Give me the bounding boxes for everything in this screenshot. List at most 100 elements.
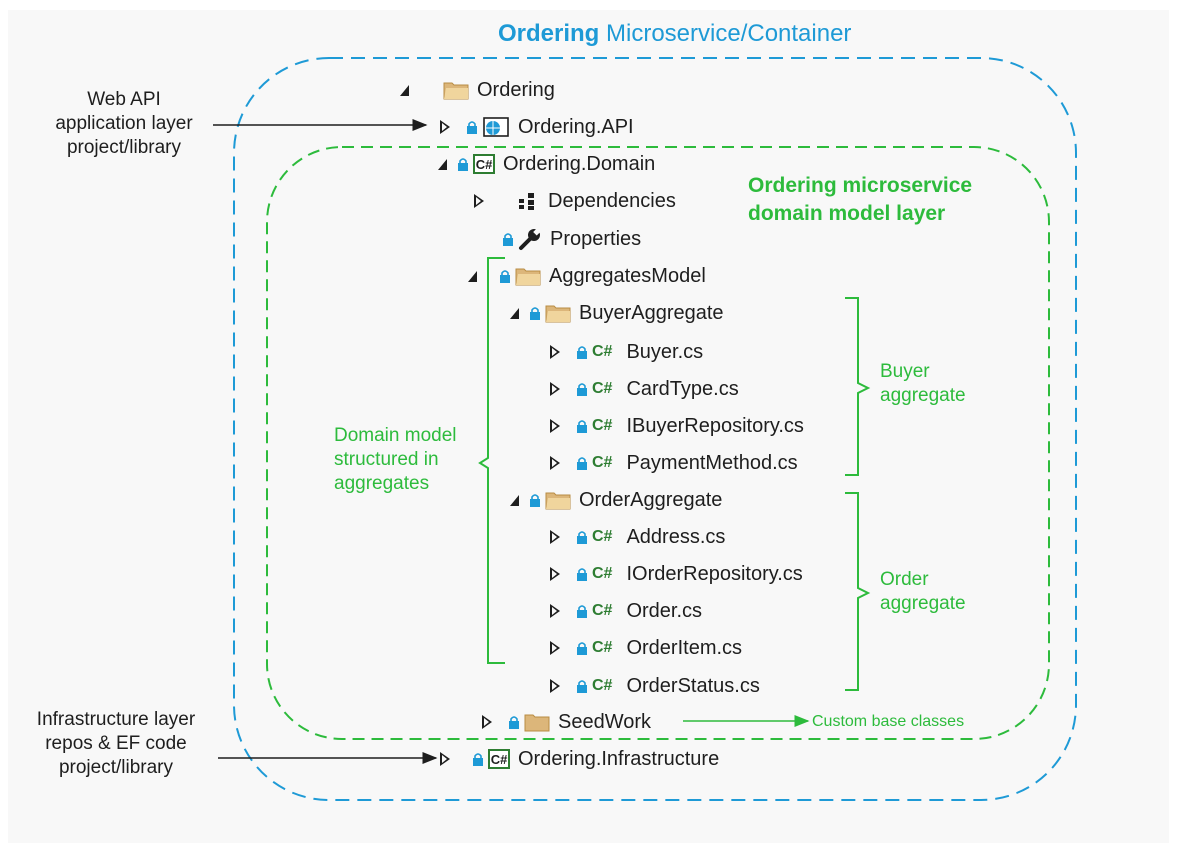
lock-icon	[577, 604, 587, 618]
lock-icon	[577, 679, 587, 693]
expanded-triangle-icon[interactable]	[400, 84, 409, 96]
tree-item-label: OrderItem.cs	[626, 636, 743, 659]
web-api-note: Web API application layer project/librar…	[55, 89, 193, 158]
expanded-triangle-icon[interactable]	[438, 158, 447, 170]
domain-model-bracket	[478, 257, 505, 664]
lock-icon	[503, 232, 513, 246]
folder-icon	[524, 714, 550, 732]
order-aggregate-bracket	[845, 492, 871, 691]
tree-item-aggregates-model[interactable]: AggregatesModel	[468, 261, 706, 291]
tree-item-file[interactable]: C# Address.cs	[550, 522, 725, 552]
tree-item-label: BuyerAggregate	[579, 301, 724, 324]
tree-item-file[interactable]: C# Order.cs	[550, 596, 702, 626]
expanded-triangle-icon[interactable]	[510, 307, 519, 319]
collapsed-triangle-icon[interactable]	[550, 679, 560, 693]
buyer-aggregate-note: Buyer aggregate	[880, 361, 966, 406]
csharp-file-icon: C#	[592, 454, 613, 471]
collapsed-triangle-icon[interactable]	[440, 752, 450, 766]
folder-icon	[515, 268, 541, 286]
folder-icon	[545, 492, 571, 510]
tree-item-label: Properties	[550, 227, 642, 250]
lock-icon	[530, 493, 540, 507]
tree-item-label: Address.cs	[626, 525, 726, 548]
domain-model-note: Domain model structured in aggregates	[334, 425, 457, 494]
tree-item-buyer-aggregate[interactable]: BuyerAggregate	[510, 298, 724, 328]
tree-item-order-aggregate[interactable]: OrderAggregate	[510, 485, 722, 515]
expanded-triangle-icon[interactable]	[468, 270, 477, 282]
collapsed-triangle-icon[interactable]	[550, 419, 560, 433]
collapsed-triangle-icon[interactable]	[482, 715, 492, 729]
csharp-file-icon: C#	[592, 343, 613, 360]
tree-item-ordering[interactable]: Ordering	[400, 75, 555, 105]
collapsed-triangle-icon[interactable]	[550, 567, 560, 581]
custom-base-note: Custom base classes	[812, 713, 965, 730]
tree-item-label: PaymentMethod.cs	[626, 451, 798, 474]
tree-item-file[interactable]: C# CardType.cs	[550, 374, 739, 404]
csharp-file-icon: C#	[592, 602, 613, 619]
csharp-file-icon: C#	[592, 565, 613, 582]
tree-item-dependencies[interactable]: Dependencies	[474, 186, 676, 216]
csharp-file-icon: C#	[592, 380, 613, 397]
tree-item-ordering-infrastructure[interactable]: C# Ordering.Infrastructure	[440, 744, 719, 774]
domain-layer-label: Ordering microservice domain model layer	[748, 174, 973, 225]
collapsed-triangle-icon[interactable]	[550, 382, 560, 396]
tree-item-label: Ordering.Domain	[503, 152, 656, 175]
collapsed-triangle-icon[interactable]	[474, 194, 484, 208]
collapsed-triangle-icon[interactable]	[550, 641, 560, 655]
lock-icon	[500, 269, 510, 283]
csharp-file-icon: C#	[592, 417, 613, 434]
lock-icon	[577, 382, 587, 396]
order-aggregate-note: Order aggregate	[880, 569, 966, 614]
tree-item-label: OrderStatus.cs	[626, 674, 760, 697]
web-project-icon	[483, 117, 509, 137]
tree-item-label: SeedWork	[558, 710, 652, 733]
lock-icon	[473, 752, 483, 766]
csharp-file-icon: C#	[592, 639, 613, 656]
diagram-canvas	[8, 10, 1169, 843]
collapsed-triangle-icon[interactable]	[550, 456, 560, 470]
tree-item-label: IBuyerRepository.cs	[626, 414, 804, 437]
lock-icon	[577, 419, 587, 433]
tree-item-file[interactable]: C# IOrderRepository.cs	[550, 559, 803, 589]
csharp-project-icon: C#	[473, 154, 495, 174]
tree-item-file[interactable]: C# OrderItem.cs	[550, 633, 742, 663]
tree-item-label: Buyer.cs	[626, 340, 704, 363]
microservice-title: Ordering Microservice/Container	[498, 20, 852, 47]
tree-item-label: CardType.cs	[626, 377, 739, 400]
domain-layer-boundary	[266, 146, 1050, 740]
tree-item-label: OrderAggregate	[579, 488, 723, 511]
tree-item-ordering-domain[interactable]: C# Ordering.Domain	[438, 149, 655, 179]
tree-item-label: Ordering	[477, 78, 555, 101]
collapsed-triangle-icon[interactable]	[550, 345, 560, 359]
tree-item-file[interactable]: C# PaymentMethod.cs	[550, 448, 798, 478]
microservice-boundary	[233, 57, 1077, 801]
tree-item-ordering-api[interactable]: Ordering.API	[440, 112, 634, 142]
tree-item-label: IOrderRepository.cs	[626, 562, 803, 585]
lock-icon	[577, 530, 587, 544]
tree-item-file[interactable]: C# IBuyerRepository.cs	[550, 411, 804, 441]
tree-item-label: Order.cs	[626, 599, 703, 622]
collapsed-triangle-icon[interactable]	[440, 120, 450, 134]
wrench-icon	[519, 228, 541, 250]
lock-icon	[577, 567, 587, 581]
collapsed-triangle-icon[interactable]	[550, 530, 560, 544]
folder-icon	[545, 305, 571, 323]
tree-item-file[interactable]: C# Buyer.cs	[550, 337, 703, 367]
collapsed-triangle-icon[interactable]	[550, 604, 560, 618]
lock-icon	[577, 456, 587, 470]
expanded-triangle-icon[interactable]	[510, 494, 519, 506]
lock-icon	[577, 345, 587, 359]
dependencies-icon	[519, 193, 534, 210]
tree-item-file[interactable]: C# OrderStatus.cs	[550, 671, 760, 701]
lock-icon	[530, 306, 540, 320]
csharp-file-icon: C#	[592, 528, 613, 545]
lock-icon	[458, 157, 468, 171]
tree-item-label: AggregatesModel	[549, 264, 706, 287]
infrastructure-note: Infrastructure layer repos & EF code pro…	[36, 709, 196, 778]
tree-item-label: Ordering.Infrastructure	[518, 747, 720, 770]
tree-item-properties[interactable]: Properties	[502, 224, 641, 254]
tree-item-label: Dependencies	[548, 189, 676, 212]
tree-item-seedwork[interactable]: SeedWork	[482, 707, 651, 737]
csharp-project-icon: C#	[488, 749, 510, 769]
